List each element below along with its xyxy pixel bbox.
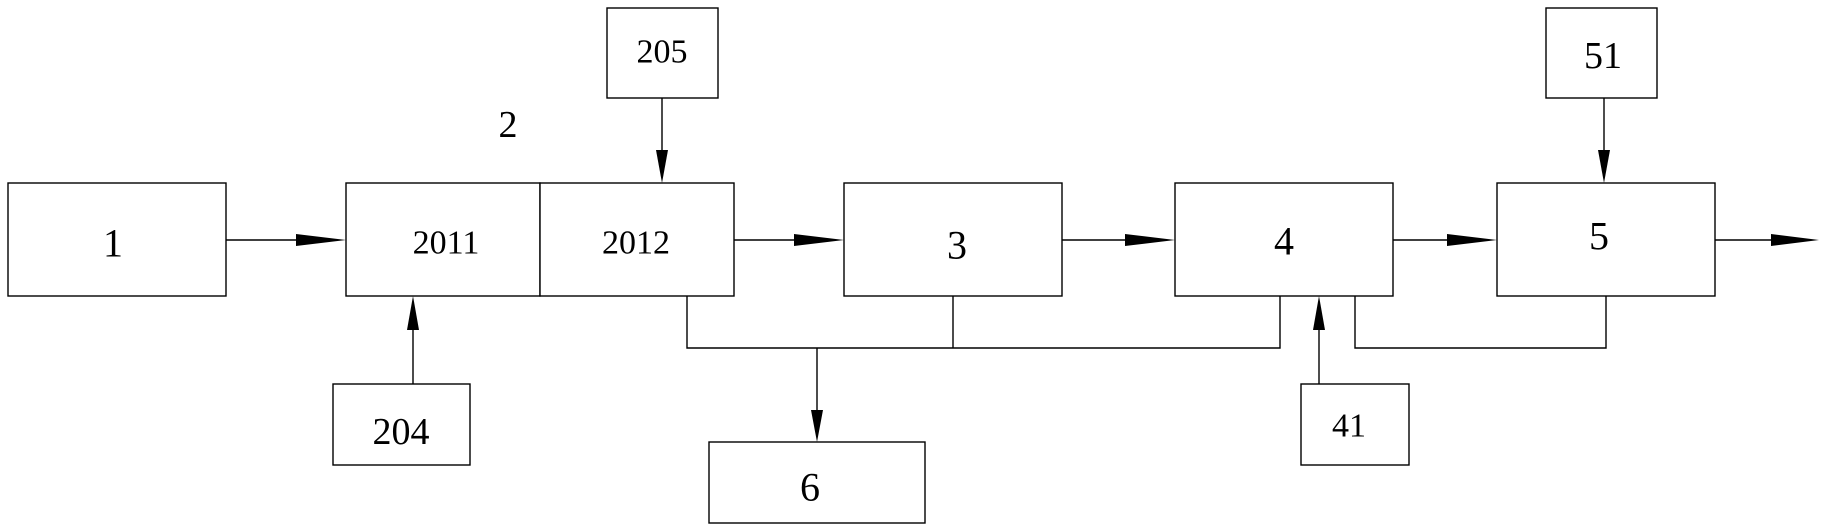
- block-6: [708, 441, 926, 524]
- label-1: 1: [103, 221, 123, 266]
- label-6: 6: [800, 465, 820, 510]
- label-204: 204: [373, 411, 430, 453]
- block-2011: [345, 182, 541, 297]
- label-2012: 2012: [602, 225, 670, 262]
- arrowhead-41-to-4: [1313, 296, 1325, 330]
- label-205: 205: [637, 34, 688, 71]
- arrowhead-51-to-5: [1598, 150, 1610, 183]
- block-5: [1496, 182, 1716, 297]
- label-2011: 2011: [413, 225, 480, 262]
- label-3: 3: [947, 223, 967, 268]
- block-3: [843, 182, 1063, 297]
- block-51: [1545, 7, 1658, 99]
- arrowhead-2012-to-3: [794, 234, 844, 246]
- block-4: [1174, 182, 1394, 297]
- collector-bus: [686, 296, 1281, 349]
- label-5: 5: [1589, 214, 1609, 259]
- block-1: [7, 182, 227, 297]
- return-line-5-to-4: [1354, 296, 1607, 349]
- arrowhead-1-to-2011: [296, 234, 346, 246]
- label-51: 51: [1584, 35, 1622, 77]
- block-41: [1300, 383, 1410, 466]
- arrowhead-5-output: [1771, 234, 1819, 246]
- arrowhead-204-to-2011: [407, 296, 419, 330]
- label-4: 4: [1274, 219, 1294, 264]
- block-2012: [539, 182, 735, 297]
- arrowhead-205-to-2012: [656, 150, 668, 183]
- arrowhead-3-to-4: [1125, 234, 1175, 246]
- label-41: 41: [1332, 408, 1366, 445]
- arrowhead-bus-to-6: [811, 410, 823, 442]
- arrowhead-4-to-5: [1447, 234, 1497, 246]
- block-204: [332, 383, 471, 466]
- group-label-2: 2: [499, 104, 518, 146]
